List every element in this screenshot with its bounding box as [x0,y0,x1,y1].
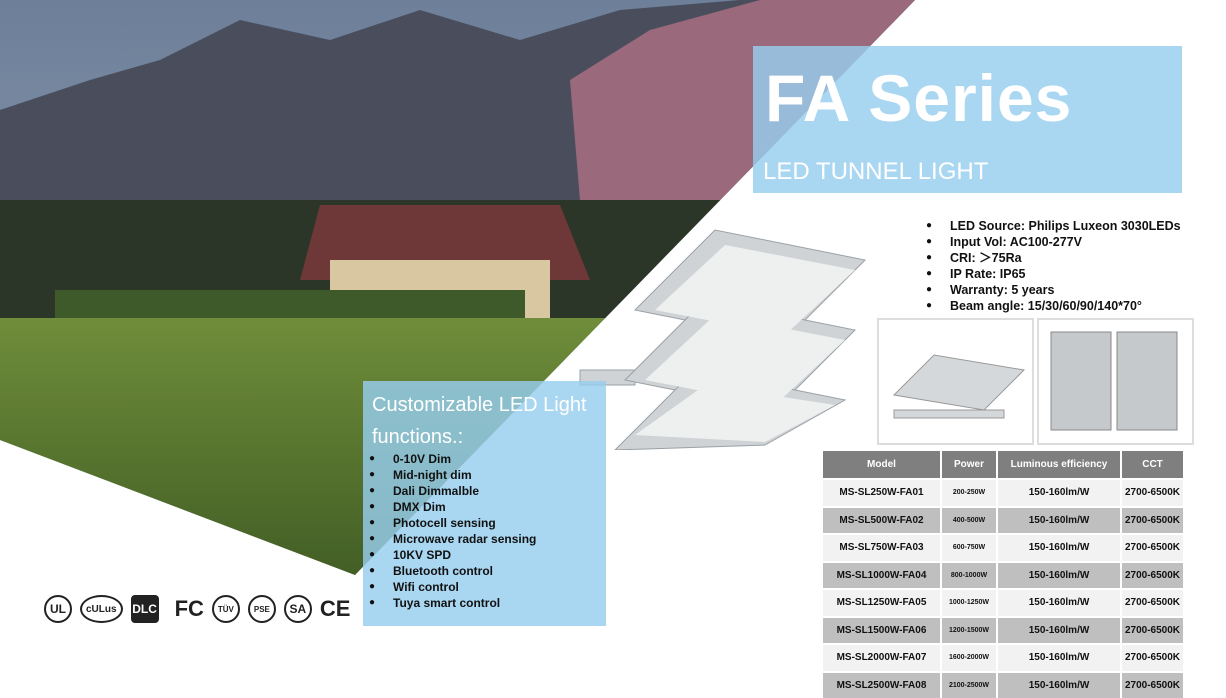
cell-power: 1200-1500W [941,617,997,645]
spec-item: Warranty: 5 years [920,282,1181,298]
function-item: 0-10V Dim [363,451,536,467]
product-back-image [1037,318,1194,445]
function-item: Bluetooth control [363,563,536,579]
functions-list: 0-10V Dim Mid-night dim Dali Dimmalble D… [363,451,536,611]
function-item: Mid-night dim [363,467,536,483]
spec-item: IP Rate: IP65 [920,266,1181,282]
cell-power: 1600-2000W [941,644,997,672]
ul-logo: UL [44,595,72,623]
cell-cct: 2700-6500K [1121,534,1184,562]
cell-model: MS-SL250W-FA01 [823,479,941,507]
function-item: DMX Dim [363,499,536,515]
cell-efficiency: 150-160lm/W [997,534,1121,562]
cell-efficiency: 150-160lm/W [997,644,1121,672]
spec-item: Beam angle: 15/30/60/90/140*70° [920,298,1181,314]
function-item: Photocell sensing [363,515,536,531]
cell-efficiency: 150-160lm/W [997,617,1121,645]
spec-list: LED Source: Philips Luxeon 3030LEDs Inpu… [920,218,1181,314]
header-cct: CCT [1121,451,1184,479]
cell-power: 2100-2500W [941,672,997,698]
functions-title: Customizable LED Light functions.: [372,389,602,453]
cell-model: MS-SL1250W-FA05 [823,589,941,617]
functions-box: Customizable LED Light functions.: 0-10V… [363,381,606,626]
cell-model: MS-SL500W-FA02 [823,507,941,535]
csa-logo: SA [284,595,312,623]
cell-model: MS-SL2000W-FA07 [823,644,941,672]
cell-power: 200-250W [941,479,997,507]
cell-power: 400-500W [941,507,997,535]
header-power: Power [941,451,997,479]
cell-efficiency: 150-160lm/W [997,672,1121,698]
cell-model: MS-SL1500W-FA06 [823,617,941,645]
cell-model: MS-SL750W-FA03 [823,534,941,562]
cell-power: 1000-1250W [941,589,997,617]
spec-item: LED Source: Philips Luxeon 3030LEDs [920,218,1181,234]
function-item: Microwave radar sensing [363,531,536,547]
cell-efficiency: 150-160lm/W [997,562,1121,590]
cell-power: 800-1000W [941,562,997,590]
cell-cct: 2700-6500K [1121,644,1184,672]
cell-efficiency: 150-160lm/W [997,507,1121,535]
floodlight-product-image [575,220,875,450]
spec-item: Input Vol: AC100-277V [920,234,1181,250]
cell-model: MS-SL1000W-FA04 [823,562,941,590]
cell-cct: 2700-6500K [1121,589,1184,617]
spec-item: CRI: ＞75Ra [920,250,1181,266]
function-item: 10KV SPD [363,547,536,563]
page-title: FA Series [765,60,1072,136]
cell-efficiency: 150-160lm/W [997,589,1121,617]
function-item: Wifi control [363,579,536,595]
culus-logo: cULus [80,595,123,623]
header-model: Model [823,451,941,479]
dlc-logo: DLC [131,595,159,623]
function-item: Tuya smart control [363,595,536,611]
cell-cct: 2700-6500K [1121,562,1184,590]
product-front-image [877,318,1034,445]
cell-cct: 2700-6500K [1121,507,1184,535]
page-subtitle: LED TUNNEL LIGHT [763,158,988,186]
model-spec-table: Model Power Luminous efficiency CCT MS-S… [823,451,1185,698]
header-efficiency: Luminous efficiency [997,451,1121,479]
ce-logo: CE [320,597,351,621]
function-item: Dali Dimmalble [363,483,536,499]
cell-cct: 2700-6500K [1121,479,1184,507]
cell-cct: 2700-6500K [1121,617,1184,645]
fcc-logo: FC [175,597,204,621]
cell-power: 600-750W [941,534,997,562]
certification-logos: UL cULus DLC FC TÜV PSE SA CE [44,595,350,623]
pse-logo: PSE [248,595,276,623]
cell-model: MS-SL2500W-FA08 [823,672,941,698]
cell-efficiency: 150-160lm/W [997,479,1121,507]
title-banner: FA Series LED TUNNEL LIGHT [753,46,1182,193]
tuv-logo: TÜV [212,595,240,623]
cell-cct: 2700-6500K [1121,672,1184,698]
